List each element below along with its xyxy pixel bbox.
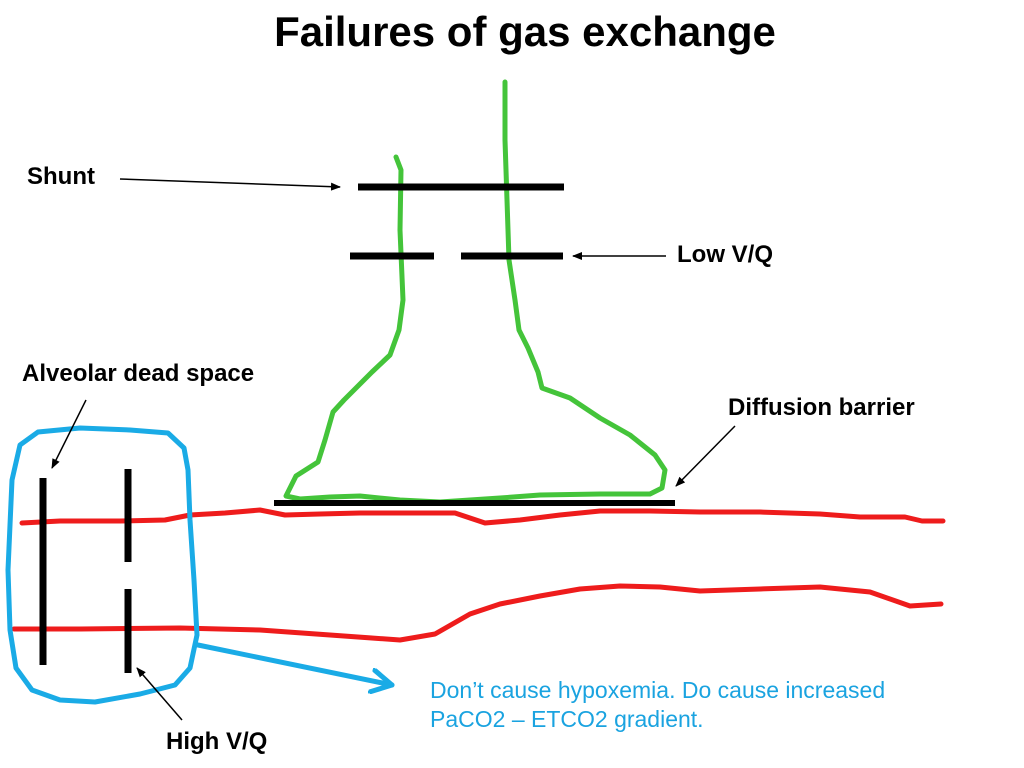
diffusion-barrier-arrow	[675, 425, 736, 487]
shunt-arrow	[119, 178, 341, 191]
high-vq-arrow	[136, 667, 183, 721]
alveolus-outline	[283, 79, 668, 505]
high-vq-label: High V/Q	[166, 728, 268, 755]
clinical-note-line-1: Don’t cause hypoxemia. Do cause increase…	[430, 677, 886, 703]
low-vq-label: Low V/Q	[677, 241, 773, 268]
capillary-lower-wall	[11, 583, 944, 643]
dead-space-highlight-outline	[5, 425, 200, 705]
clinical-note-line-2: PaCO2 – ETCO2 gradient.	[430, 706, 704, 732]
clinical-note: Don’t cause hypoxemia. Do cause increase…	[430, 676, 885, 734]
diffusion-barrier-label: Diffusion barrier	[728, 394, 915, 421]
capillary-upper-wall	[19, 507, 946, 526]
note-pointer-arrow	[195, 642, 395, 685]
page-title: Failures of gas exchange	[274, 8, 776, 55]
dead-space-arrow	[51, 399, 87, 469]
alveolar-dead-space-label: Alveolar dead space	[22, 360, 255, 387]
shunt-label: Shunt	[27, 163, 95, 190]
